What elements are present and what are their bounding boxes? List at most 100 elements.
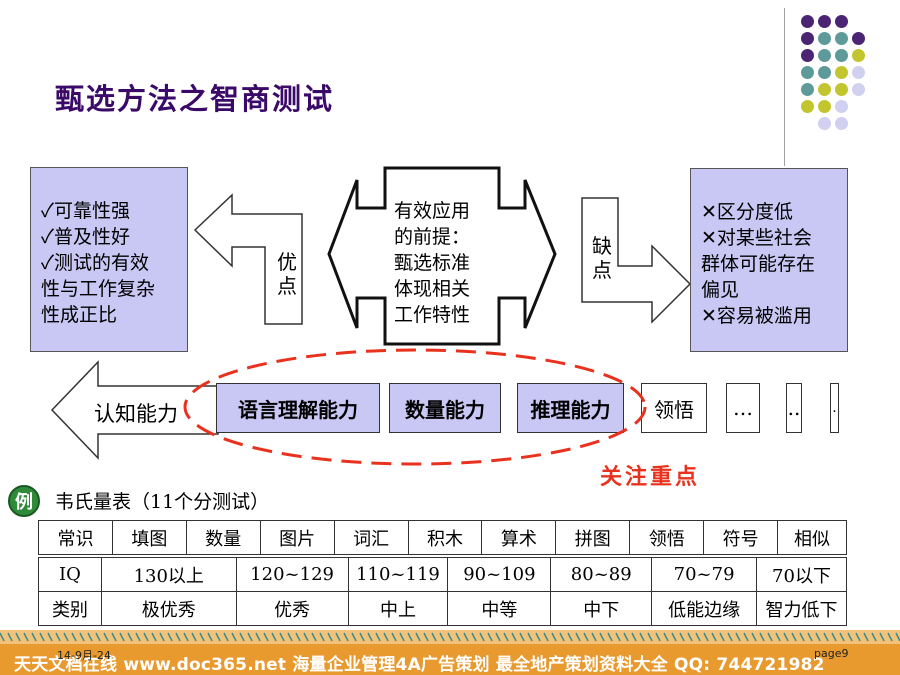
- footer-tick: [647, 632, 653, 642]
- footer-tick: [759, 632, 765, 642]
- table-cell: 类别: [38, 591, 102, 626]
- footer-tick: [695, 632, 701, 642]
- disadvantage-line: ✕对某些社会: [701, 227, 812, 249]
- decorative-dot: [852, 32, 865, 45]
- footer-tick: [215, 632, 221, 642]
- footer-tick: [703, 632, 709, 642]
- footer-tick: [279, 632, 285, 642]
- footer-tick: [679, 632, 685, 642]
- subtest-cell: 填图: [111, 520, 187, 555]
- footer-tick: [535, 632, 541, 642]
- footer-tick: [855, 632, 861, 642]
- decorative-dot: [818, 49, 831, 62]
- advantages-arrow-char: 点: [277, 274, 297, 298]
- center-text-line: 有效应用: [394, 200, 471, 222]
- decorative-dot: [801, 100, 814, 113]
- footer-tick: [631, 632, 637, 642]
- subtest-cell: 算术: [481, 520, 557, 555]
- footer-tick: [727, 632, 733, 642]
- footer-tick: [343, 632, 349, 642]
- footer-tick: [7, 632, 13, 642]
- footer-tick: [271, 632, 277, 642]
- disadvantage-line: 群体可能存在: [701, 253, 816, 275]
- footer-tick: [823, 632, 829, 642]
- subtest-cell: 常识: [38, 520, 113, 555]
- footer-tick: [87, 632, 93, 642]
- footer-tick: [247, 632, 253, 642]
- disadvantage-line: ✕区分度低: [701, 201, 793, 223]
- footer-tick: [359, 632, 365, 642]
- focus-label: 关注重点: [600, 464, 701, 490]
- footer-tick: [143, 632, 149, 642]
- disadvantages-box: ✕区分度低 ✕对某些社会 群体可能存在 偏见 ✕容易被滥用: [690, 168, 848, 352]
- footer-tick: [575, 632, 581, 642]
- footer-tick: [615, 632, 621, 642]
- table-row: 常识 填图 数量 图片 词汇 积木 算术 拼图 领悟 符号 相似: [38, 520, 847, 555]
- footer-tick: [879, 632, 885, 642]
- footer-tick: [487, 632, 493, 642]
- subtest-cell: 相似: [777, 520, 847, 555]
- footer-tick: [239, 632, 245, 642]
- decorative-dot: [801, 66, 814, 79]
- footer-tick: [799, 632, 805, 642]
- decorative-dot: [852, 49, 865, 62]
- disadvantages-arrow-char: 缺: [592, 234, 612, 258]
- table-row: IQ 130以上 120~129 110~119 90~109 80~89 70…: [38, 557, 847, 592]
- table-row: 类别 极优秀 优秀 中上 中等 中下 低能边缘 智力低下: [38, 591, 847, 626]
- center-text-line: 体现相关: [394, 278, 471, 300]
- footer-tick: [47, 632, 53, 642]
- footer-tick: [383, 632, 389, 642]
- table-cell: 智力低下: [756, 591, 847, 626]
- cross-arrow: [327, 166, 557, 346]
- subtest-cell: 符号: [703, 520, 779, 555]
- footer-tick: [31, 632, 37, 642]
- divider-line: [784, 8, 785, 166]
- decorative-dot: [835, 100, 848, 113]
- footer-tick: [303, 632, 309, 642]
- skill-verbal: 语言理解能力: [216, 383, 380, 433]
- skill-reasoning: 推理能力: [517, 383, 624, 433]
- footer-tick: [863, 632, 869, 642]
- table-cell: IQ: [38, 557, 102, 592]
- footer-tick: [119, 632, 125, 642]
- footer-tick: [711, 632, 717, 642]
- disadvantages-arrow-char: 点: [592, 258, 612, 282]
- cognitive-label: 认知能力: [94, 402, 178, 426]
- page-title: 甄选方法之智商测试: [55, 82, 335, 116]
- table-cell: 110~119: [347, 557, 449, 592]
- disadvantages-arrow: [581, 197, 692, 324]
- decorative-dot: [818, 66, 831, 79]
- advantages-arrow-label: 优 点: [277, 250, 299, 298]
- footer-tick: [263, 632, 269, 642]
- footer-tick: [671, 632, 677, 642]
- decorative-dot: [818, 117, 831, 130]
- footer-tick: [775, 632, 781, 642]
- footer-tick: [423, 632, 429, 642]
- footer-tick: [655, 632, 661, 642]
- footer-tick: [231, 632, 237, 642]
- footer-tick: [447, 632, 453, 642]
- footer-tick: [415, 632, 421, 642]
- table-cell: 70~79: [651, 557, 758, 592]
- decorative-dot: [818, 100, 831, 113]
- decorative-dot: [835, 117, 848, 130]
- decorative-dot: [852, 66, 865, 79]
- footer-tick: [607, 632, 613, 642]
- footer-tick: [23, 632, 29, 642]
- center-text-line: 甄选标准: [394, 252, 471, 274]
- footer-date: 14-9月-24: [57, 649, 111, 662]
- decorative-dot: [835, 32, 848, 45]
- footer-tick: [663, 632, 669, 642]
- footer-tick: [479, 632, 485, 642]
- decorative-dot: [835, 83, 848, 96]
- footer-tick: [167, 632, 173, 642]
- skill-more: .: [830, 383, 839, 433]
- skill-numerical: 数量能力: [389, 383, 501, 433]
- footer-tick: [599, 632, 605, 642]
- footer-tick: [103, 632, 109, 642]
- skill-more: ..: [786, 383, 802, 433]
- decorative-dot: [818, 83, 831, 96]
- footer-tick: [471, 632, 477, 642]
- table-cell: 优秀: [235, 591, 349, 626]
- footer-tick: [127, 632, 133, 642]
